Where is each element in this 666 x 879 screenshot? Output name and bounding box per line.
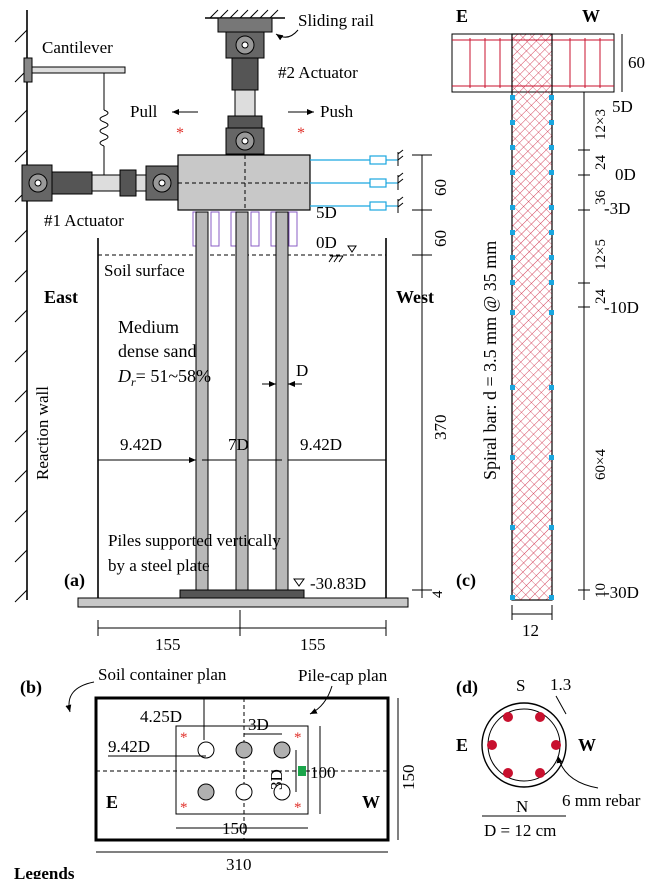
marker-star-icon: * xyxy=(294,800,302,816)
span-right-label: 9.42D xyxy=(300,435,342,454)
dim-24-lower: 24 xyxy=(593,289,609,305)
panel-b: (b) Soil container plan Pile-cap plan * … xyxy=(14,665,418,879)
level-5D: 5D xyxy=(612,97,633,116)
level-minus10D: -10D xyxy=(604,298,639,317)
rebar-label: 6 mm rebar xyxy=(562,791,641,810)
panel-c-east: E xyxy=(456,6,468,26)
pile-plan-positions xyxy=(197,741,291,801)
plan-west: W xyxy=(362,792,380,812)
bottom-dim-right: 155 xyxy=(300,635,326,654)
span-left-label: 9.42D xyxy=(120,435,162,454)
dim-24-upper: 24 xyxy=(593,155,609,171)
dim-310: 310 xyxy=(226,855,252,874)
dim-36: 36 xyxy=(593,190,609,206)
dim-9-42D: 9.42D xyxy=(108,737,150,756)
cantilever-beam xyxy=(26,66,126,74)
level-minus30D: -30D xyxy=(604,583,639,602)
north-label: N xyxy=(516,797,528,816)
spring-icon xyxy=(99,109,109,147)
cantilever-bracket xyxy=(23,57,33,83)
panel-c-west: W xyxy=(582,6,600,26)
rebars xyxy=(487,712,561,778)
marker-star-icon: * xyxy=(294,730,302,746)
actuator-2 xyxy=(225,31,265,155)
panel-c: E W xyxy=(451,6,645,640)
base-plate xyxy=(77,597,409,608)
actuator-1-label: #1 Actuator xyxy=(44,211,124,230)
section-east: E xyxy=(456,735,468,755)
spiral-bar-label: Spiral bar: d = 3.5 mm @ 35 mm xyxy=(480,241,500,480)
panel-a: Reaction wall Cantilever Sliding rail xyxy=(14,9,450,654)
legends-label: Legends xyxy=(14,864,75,879)
marker-star-icon: * xyxy=(297,125,305,142)
dim-12x5: 12×5 xyxy=(593,239,609,270)
soil-container-outline xyxy=(94,696,390,842)
sand-label-1: Medium xyxy=(118,317,179,337)
south-label: S xyxy=(516,676,525,695)
sliding-rail xyxy=(205,9,285,33)
dim-60x4: 60×4 xyxy=(593,449,609,480)
section-west: W xyxy=(578,735,596,755)
dim-370: 370 xyxy=(431,415,450,441)
actuator-2-label: #2 Actuator xyxy=(278,63,358,82)
sand-label-2: dense sand xyxy=(118,341,196,361)
cover-label: 1.3 xyxy=(550,675,571,694)
level-minus3D: -3D xyxy=(604,199,630,218)
plan-east: E xyxy=(106,792,118,812)
west-label: West xyxy=(396,287,434,307)
pile-diameter-label: D xyxy=(296,361,308,380)
dim-60-lower: 60 xyxy=(431,230,450,247)
marker-star-icon: * xyxy=(180,730,188,746)
displacement-gauges xyxy=(310,155,398,211)
soil-container-plan-label: Soil container plan xyxy=(98,665,227,684)
pile-support-label-1: Piles supported vertically xyxy=(108,531,281,550)
reaction-wall-label: Reaction wall xyxy=(33,386,52,480)
dim-150-horizontal: 150 xyxy=(222,819,248,838)
panel-d-tag: (d) xyxy=(456,677,478,698)
marker-star-icon: * xyxy=(180,800,188,816)
dim-150-vertical: 150 xyxy=(399,765,418,791)
dim-100: 100 xyxy=(310,763,336,782)
dim-3D-vertical: 3D xyxy=(267,769,286,790)
pile-cap-plan-label: Pile-cap plan xyxy=(298,666,388,685)
dim-4-25D: 4.25D xyxy=(140,707,182,726)
water-level-icon xyxy=(347,245,357,253)
dim-4: 4 xyxy=(430,590,446,598)
panel-a-tag: (a) xyxy=(64,570,85,591)
bottom-elevation-label: -30.83D xyxy=(310,574,366,593)
dim-60-cap: 60 xyxy=(628,53,645,72)
push-label: Push xyxy=(320,102,354,121)
dr-label: Dr= 51~58% xyxy=(117,366,211,389)
section-diameter-label: D = 12 cm xyxy=(484,821,556,840)
actuator-1 xyxy=(21,164,179,202)
level-5D-label: 5D xyxy=(316,203,337,222)
pull-label: Pull xyxy=(130,102,158,121)
soil-surface-label: Soil surface xyxy=(104,261,185,280)
dim-12x3: 12×3 xyxy=(593,109,609,140)
pile-support-label-2: by a steel plate xyxy=(108,556,210,575)
panel-b-tag: (b) xyxy=(20,677,42,698)
pile-cross-section xyxy=(481,702,567,788)
dim-60-upper: 60 xyxy=(431,179,450,196)
panel-d: (d) S 1.3 E W N 6 mm rebar D = 12 cm xyxy=(456,675,641,840)
cantilever-label: Cantilever xyxy=(42,38,113,57)
green-marker xyxy=(298,766,306,776)
span-mid-label: 7D xyxy=(228,435,249,454)
east-label: East xyxy=(44,287,78,307)
marker-star-icon: * xyxy=(176,125,184,142)
strain-gauges xyxy=(510,95,554,600)
sliding-rail-label: Sliding rail xyxy=(298,11,374,30)
level-0D: 0D xyxy=(615,165,636,184)
panel-c-tag: (c) xyxy=(456,570,476,591)
bottom-dim-left: 155 xyxy=(155,635,181,654)
pile-width-label: 12 xyxy=(522,621,539,640)
dim-3D-horizontal: 3D xyxy=(248,715,269,734)
level-0D-label: 0D xyxy=(316,233,337,252)
dim-10: 10 xyxy=(593,583,609,598)
pile-cap-outline xyxy=(175,725,309,815)
reaction-wall xyxy=(14,10,28,603)
